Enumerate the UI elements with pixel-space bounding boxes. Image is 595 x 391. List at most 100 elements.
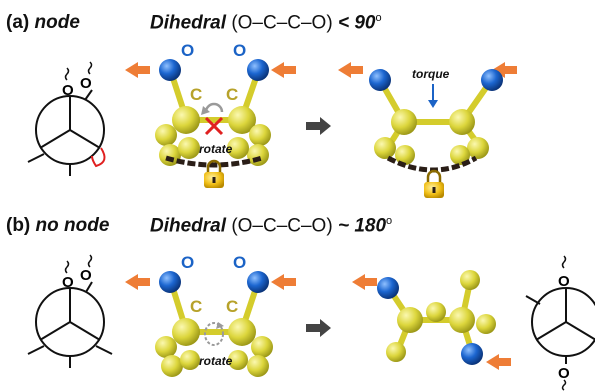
panel-b-dihedral: Dihedral (O–C–C–O) ~ 180o (150, 215, 392, 237)
newman-a-front-bond-left (39, 129, 71, 149)
arrow-b-left-out (125, 274, 150, 290)
carbon-atom (159, 144, 181, 166)
mol-b-c1-label: C (190, 297, 202, 316)
carbon-atom (247, 355, 269, 377)
newman-a-front-bond-right (69, 129, 101, 149)
newman-b-o1-label: O (62, 274, 74, 291)
carbon-atom (178, 137, 200, 159)
carbon-atom (161, 355, 183, 377)
newman-b2-back-bond-left (525, 295, 541, 305)
oxygen-atom (481, 69, 503, 91)
padlock-shackle-icon (426, 169, 442, 182)
carbon-atom (155, 124, 177, 146)
arrow-a-left-out (125, 62, 150, 78)
carbon-atom (227, 137, 249, 159)
carbon-atom (228, 318, 256, 346)
arrow-a-right-out (271, 62, 296, 78)
oxygen-atom (159, 271, 181, 293)
oxygen-atom (247, 271, 269, 293)
oxygen-atom (159, 59, 181, 81)
panel-a-molecule-locked: O O C C rotate (155, 41, 271, 188)
mol-b-o1-label: O (181, 253, 194, 272)
torque-label: torque (412, 67, 450, 81)
carbon-atom (386, 342, 406, 362)
arrow-b-right-mol-left-out (352, 274, 377, 290)
carbon-atom (460, 270, 480, 290)
oxygen-atom (461, 343, 483, 365)
mol-a-o1-label: O (181, 41, 194, 60)
panel-b-molecule-free: O O C C rotate (155, 253, 273, 377)
carbon-atom (247, 144, 269, 166)
red-x-icon (204, 116, 224, 136)
keyhole-icon (212, 177, 216, 183)
panel-b-molecule-anti (377, 270, 496, 365)
newman-b-o2-label: O (80, 267, 92, 284)
torque-arrowhead-icon (428, 100, 438, 108)
panel-a-angle-term: Dihedral (150, 12, 227, 34)
panel-a-newman-projection: O O (27, 61, 106, 176)
rotate-label: rotate (199, 354, 233, 368)
carbon-atom (249, 124, 271, 146)
carbon-atom (397, 307, 423, 333)
keyhole-icon (432, 187, 436, 193)
newman-b-back-bond-left (27, 345, 45, 355)
carbon-atom (180, 350, 200, 370)
newman-a-node-bond (91, 147, 106, 168)
newman-b-front-bond-right (69, 321, 101, 341)
panel-a-title: (a) node (6, 12, 80, 34)
panel-b-mode: no node (35, 215, 110, 236)
carbon-atom (374, 137, 396, 159)
panel-a-dihedral: Dihedral (O–C–C–O) < 90o (150, 12, 382, 34)
newman-b-squiggle-1 (64, 260, 70, 274)
newman-b2-front-bond-left (535, 321, 567, 341)
panel-b-title: (b) no node (6, 215, 109, 237)
panel-b-newman-projection-right: O O (525, 255, 595, 391)
panel-b-degree: o (386, 215, 393, 227)
newman-b2-o-top-label: O (558, 273, 570, 290)
panel-a-molecule-torque: torque (369, 67, 503, 198)
carbon-atom (228, 350, 248, 370)
newman-a-squiggle-2 (87, 61, 93, 75)
arrow-a-right-mol-right-out (492, 62, 517, 78)
arrow-b-right-out (271, 274, 296, 290)
carbon-atom (391, 109, 417, 135)
arrow-b-transition (306, 319, 331, 337)
newman-b2-squiggle-top (561, 255, 567, 269)
panel-b-newman-projection-left: O O (27, 254, 113, 368)
newman-b-squiggle-2 (87, 254, 93, 268)
carbon-atom (449, 109, 475, 135)
newman-b2-circle (531, 287, 595, 357)
newman-b2-o-bottom-label: O (558, 365, 570, 382)
oxygen-atom (247, 59, 269, 81)
mol-b-o2-label: O (233, 253, 246, 272)
panel-b-angle-term: Dihedral (150, 215, 227, 237)
newman-b2-squiggle-bottom (561, 379, 567, 391)
mol-a-o2-label: O (233, 41, 246, 60)
mol-a-c1-label: C (190, 85, 202, 104)
newman-b2-front-bond-right (565, 321, 595, 341)
carbon-atom (251, 336, 273, 358)
rotate-arrow-icon (204, 322, 224, 346)
oxygen-atom (369, 69, 391, 91)
panel-a-letter: (a) (6, 12, 30, 33)
carbon-atom (395, 145, 415, 165)
carbon-atom (155, 336, 177, 358)
panel-b-formula: (O–C–C–O) (231, 215, 333, 237)
arrow-a-transition (306, 117, 331, 135)
carbon-atom (228, 106, 256, 134)
oxygen-atom (377, 277, 399, 299)
panel-a-mode: node (34, 12, 80, 33)
newman-a-back-bond-left (27, 153, 45, 163)
arrow-b-right-mol-right-out (486, 354, 511, 370)
panel-b-relation: ~ 180 (337, 215, 387, 237)
newman-b-front-bond-left (39, 321, 71, 341)
carbon-atom (476, 314, 496, 334)
mol-a-c2-label: C (226, 85, 238, 104)
rotate-label: rotate (199, 142, 233, 156)
panel-a-relation: < 90 (337, 12, 376, 34)
mol-b-c2-label: C (226, 297, 238, 316)
newman-b-back-bond-top (85, 281, 93, 293)
newman-a-back-bond-top (84, 89, 93, 101)
carbon-atom (172, 318, 200, 346)
